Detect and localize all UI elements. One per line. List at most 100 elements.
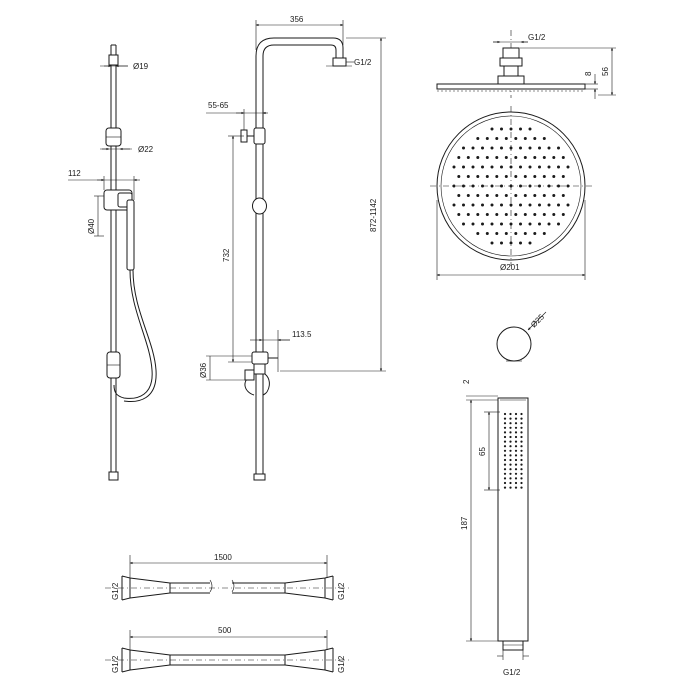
hand-nozzle-dot — [503, 435, 507, 439]
nozzle-dot — [500, 146, 503, 150]
nozzle-dot — [476, 194, 480, 197]
nozzle-dot — [490, 127, 494, 131]
nozzle-dot — [542, 137, 546, 140]
hand-nozzle-dot — [503, 412, 507, 416]
hand-nozzle-dot — [520, 486, 523, 489]
nozzle-dot — [462, 165, 465, 169]
nozzle-dot — [552, 194, 556, 197]
nozzle-dot — [509, 184, 513, 188]
dim-hand-cap: 2 — [462, 379, 471, 384]
nozzle-dot — [552, 213, 556, 216]
nozzle-dot — [523, 156, 527, 159]
hand-nozzle-dot — [503, 472, 507, 475]
nozzle-dot — [514, 156, 518, 159]
nozzle-dot — [462, 146, 465, 150]
nozzle-dot — [466, 194, 470, 197]
nozzle-dot — [476, 232, 480, 235]
nozzle-dot — [476, 137, 480, 140]
hand-nozzle-dot — [514, 431, 518, 434]
nozzle-dot — [457, 175, 461, 178]
head-nozzles — [452, 127, 570, 245]
nozzle-dot — [495, 194, 499, 197]
nozzle-dot — [528, 127, 532, 131]
dim-hose-long-length: 1500 — [214, 553, 232, 562]
hand-nozzle-dot — [509, 468, 512, 471]
nozzle-dot — [547, 184, 551, 188]
hand-nozzle-dot — [503, 440, 507, 443]
dim-head-diameter: Ø201 — [500, 263, 520, 272]
hand-nozzle-dot — [520, 412, 523, 416]
nozzle-dot — [471, 222, 475, 226]
hand-nozzle-dot — [509, 454, 512, 457]
hand-nozzle-dot — [520, 435, 523, 439]
nozzle-dot — [495, 213, 499, 216]
nozzle-dot — [462, 184, 465, 188]
nozzle-dot — [523, 213, 527, 216]
hand-nozzle-dot — [509, 426, 512, 429]
nozzle-dot — [538, 165, 541, 169]
dim-outlet-diameter: Ø25 — [529, 312, 546, 329]
hand-nozzle-dot — [503, 463, 507, 466]
nozzle-dot — [542, 232, 546, 235]
nozzle-dot — [500, 127, 503, 131]
hand-nozzle-dot — [509, 412, 512, 416]
nozzle-dot — [471, 165, 475, 169]
head-shower-top-view: Ø201 — [430, 106, 592, 280]
hand-nozzle-dot — [503, 445, 507, 448]
hand-nozzle-dot — [520, 422, 523, 425]
nozzle-dot — [533, 213, 537, 216]
nozzle-dot — [476, 175, 480, 178]
nozzle-dot — [557, 184, 560, 188]
hand-nozzle-dot — [514, 468, 518, 471]
nozzle-dot — [466, 175, 470, 178]
nozzle-dot — [557, 165, 560, 169]
nozzle-dot — [485, 175, 489, 178]
nozzle-dot — [452, 203, 456, 207]
nozzle-dot — [538, 146, 541, 150]
nozzle-dot — [547, 222, 551, 226]
hand-nozzle-dot — [503, 449, 507, 452]
nozzle-dot — [462, 222, 465, 226]
nozzle-dot — [523, 194, 527, 197]
dim-hose-long-thread-right: G1/2 — [337, 582, 346, 600]
nozzle-dot — [547, 146, 551, 150]
nozzle-dot — [528, 165, 532, 169]
nozzle-dot — [519, 241, 522, 245]
hand-nozzle-dot — [520, 440, 523, 443]
hand-nozzle-dot — [514, 412, 518, 416]
hand-nozzle-dot — [520, 431, 523, 434]
nozzle-dot — [500, 184, 503, 188]
hand-nozzle-dot — [520, 426, 523, 429]
hand-nozzle-dot — [509, 440, 512, 443]
hand-nozzle-dot — [509, 458, 512, 462]
hand-nozzle-dot — [520, 468, 523, 471]
nozzle-dot — [509, 127, 513, 131]
hand-nozzle-dot — [520, 458, 523, 462]
hand-nozzle-dot — [503, 422, 507, 425]
nozzle-dot — [523, 232, 527, 235]
nozzle-dot — [495, 175, 499, 178]
nozzle-dot — [528, 241, 532, 245]
nozzle-dot — [519, 165, 522, 169]
hand-nozzle-dot — [514, 449, 518, 452]
nozzle-dot — [481, 184, 484, 188]
hand-nozzle-dot — [509, 463, 512, 466]
hand-nozzle-dot — [514, 426, 518, 429]
nozzle-dot — [490, 222, 494, 226]
nozzle-dot — [514, 194, 518, 197]
dim-slider-depth: 112 — [68, 169, 81, 178]
nozzle-dot — [485, 137, 489, 140]
nozzle-dot — [519, 146, 522, 150]
nozzle-dot — [476, 156, 480, 159]
nozzle-dot — [452, 165, 456, 169]
hand-nozzle-dot — [520, 445, 523, 448]
dim-diverter-diameter: Ø36 — [199, 362, 208, 378]
hand-nozzle-dot — [514, 454, 518, 457]
hand-nozzle-dot — [520, 481, 523, 485]
hand-nozzle-dot — [520, 449, 523, 452]
hose-500-view: 500 G1/2 G1/2 — [105, 626, 350, 673]
hand-nozzle-dot — [514, 417, 518, 420]
nozzle-dot — [528, 184, 532, 188]
nozzle-dot — [471, 184, 475, 188]
hand-nozzle-dot — [503, 454, 507, 457]
